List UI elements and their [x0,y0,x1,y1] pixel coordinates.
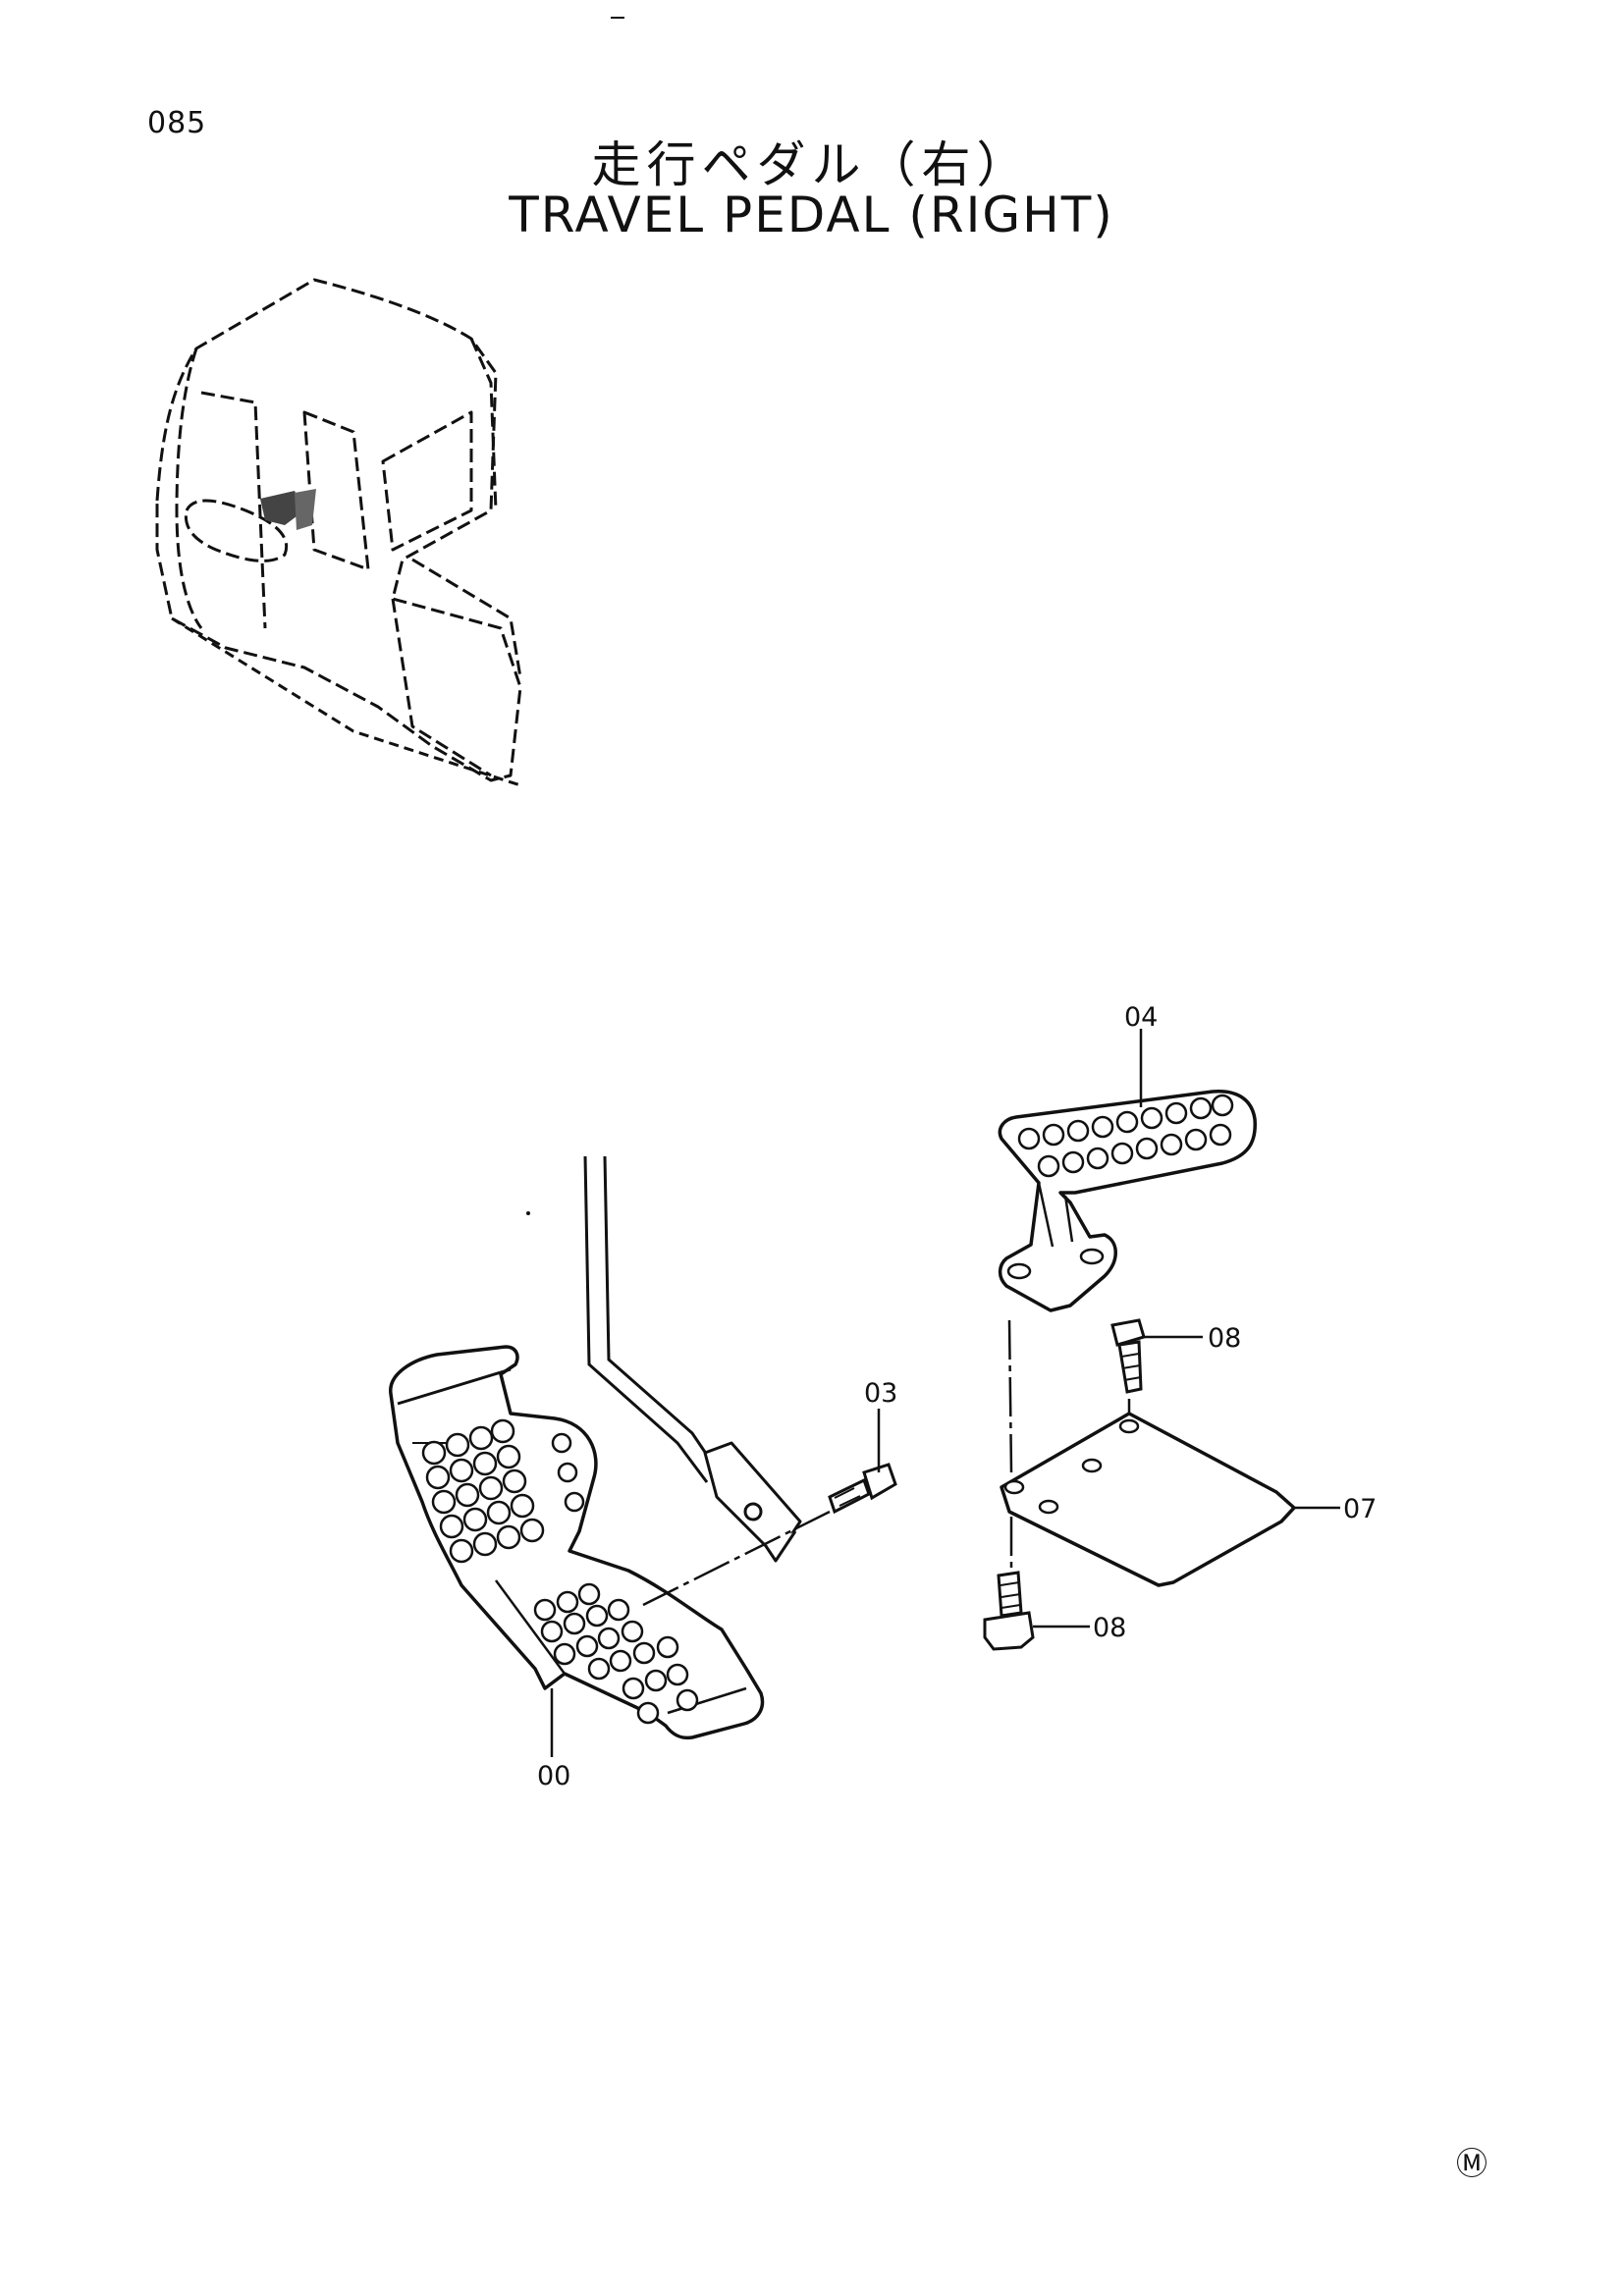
pedal-04-drawing [998,1090,1257,1312]
pedal-location-marker [260,489,316,530]
bolt-03-drawing [828,1463,897,1515]
title-english: TRAVEL PEDAL (RIGHT) [509,187,1114,243]
leader-lines [550,1029,1340,1757]
callout-03: 03 [864,1378,897,1409]
cab-inset-drawing [155,278,522,787]
title-japanese: 走行ペダル（右） [591,136,1032,193]
callout-00: 00 [537,1761,570,1791]
page-number: 085 [147,106,207,140]
callout-04: 04 [1124,1002,1158,1033]
callout-08-lower: 08 [1093,1613,1126,1643]
callout-08-upper: 08 [1208,1323,1241,1354]
bolt-08-lower-drawing [983,1571,1035,1651]
clevis-bracket [703,1441,802,1563]
callout-07: 07 [1343,1494,1377,1524]
bolt-08-upper-drawing [1110,1318,1146,1394]
pedal-00-drawing [389,1345,765,1740]
stray-dot [526,1211,530,1215]
lever-rod [583,1155,721,1483]
m-mark: Ⓜ [1456,2145,1488,2182]
plate-07-drawing [1000,1412,1296,1587]
assembly-lines [642,1319,1131,1607]
